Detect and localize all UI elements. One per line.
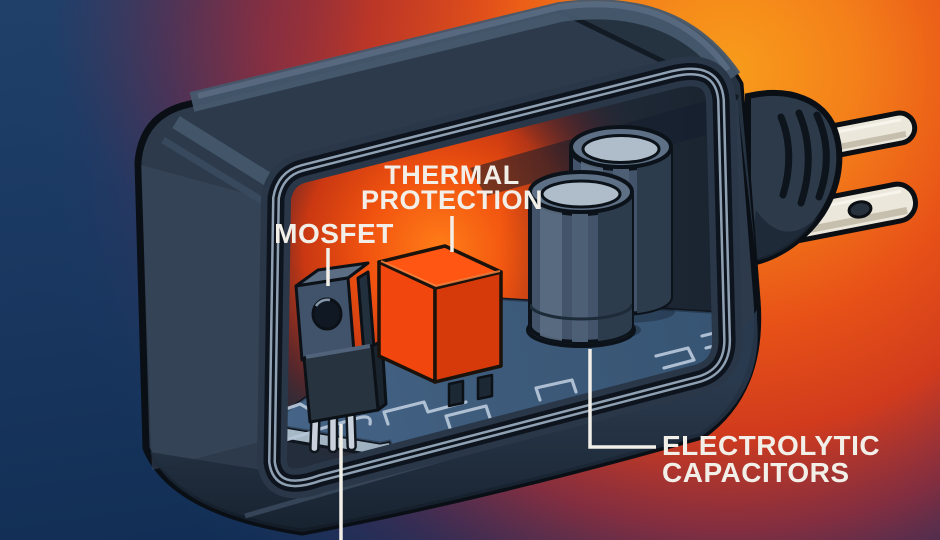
shell-left-face	[141, 165, 270, 470]
capacitors-label-line1: ELECTROLYTIC	[662, 430, 880, 461]
thermal-label-line2: PROTECTION	[361, 185, 543, 215]
plug-prong-top	[817, 110, 918, 159]
capacitors-leader-line	[588, 349, 656, 449]
labels: MOSFET THERMAL PROTECTION ELECTROLYTIC C…	[274, 160, 880, 488]
capacitors-label-line2: CAPACITORS	[662, 457, 850, 488]
prong-hole	[847, 200, 873, 219]
thermal-protection-cube	[377, 244, 503, 408]
cube-face-right	[433, 270, 503, 384]
mosfet-label: MOSFET	[274, 218, 394, 249]
electrolytic-capacitor-front	[526, 170, 636, 348]
wall-plug-prongs	[745, 90, 919, 268]
plug-neck	[745, 90, 843, 268]
leader-lines	[326, 216, 656, 540]
cutaway-rim	[257, 56, 743, 499]
thermal-label-line1: THERMAL	[384, 160, 519, 190]
